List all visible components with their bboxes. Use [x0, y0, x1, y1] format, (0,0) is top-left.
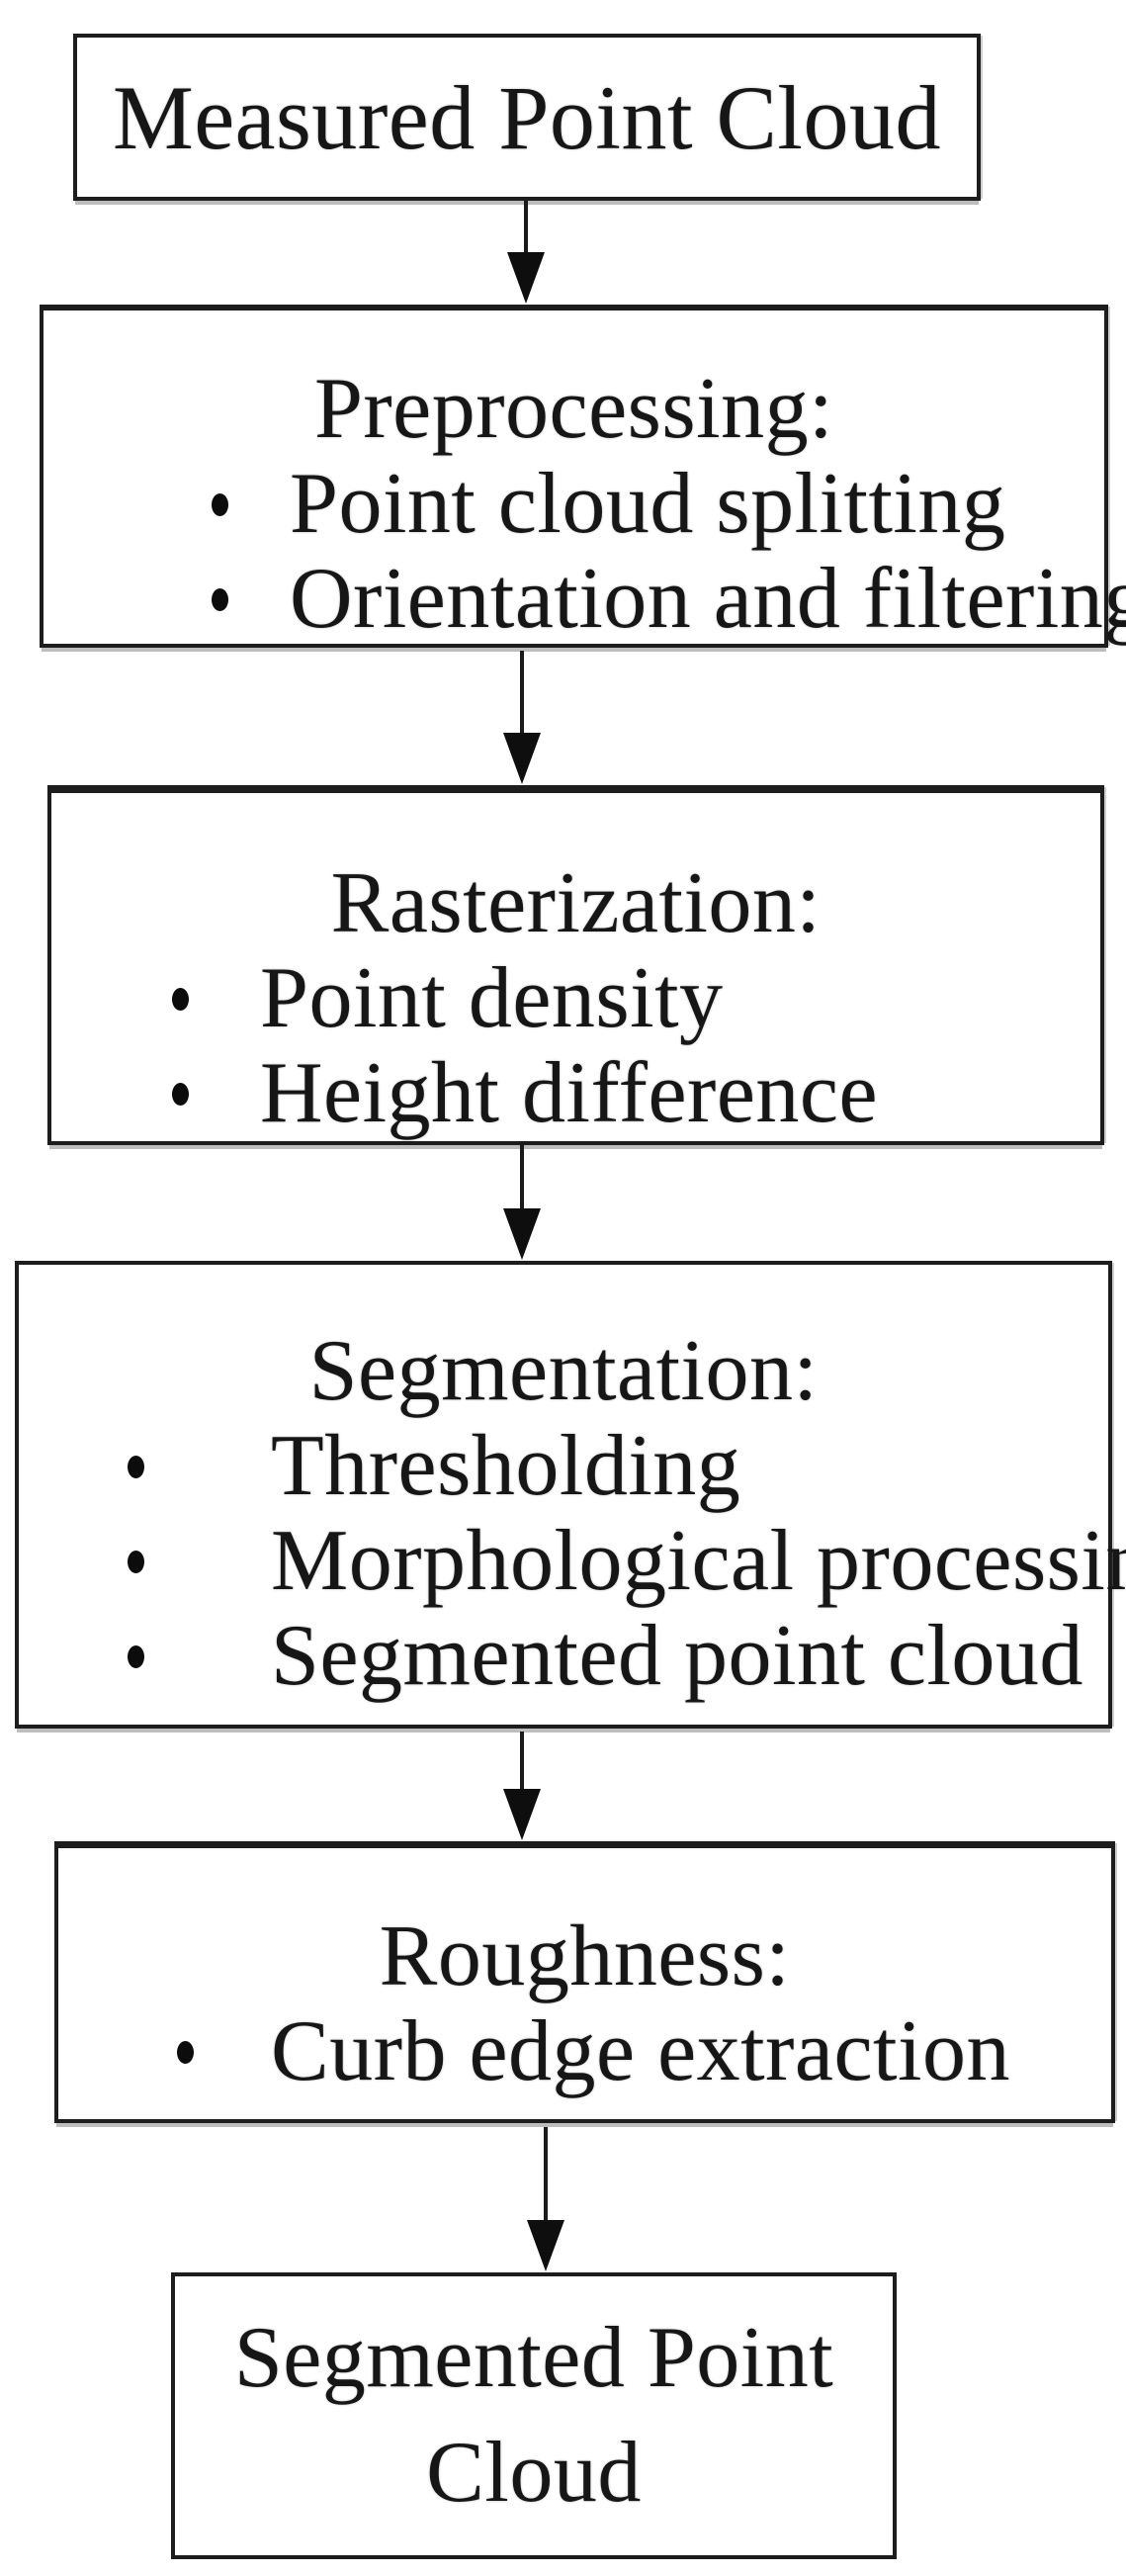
node-preprocessing: Preprocessing: Point cloud splitting Ori… — [40, 305, 1126, 648]
bullet-text: Point cloud splitting — [290, 456, 1006, 552]
bullet-dot-icon — [128, 1644, 144, 1668]
bullet-item: Point density — [172, 951, 1100, 1046]
bullet-dot-icon — [212, 492, 228, 516]
node-rasterization: Rasterization: Point density Height diff… — [47, 785, 1104, 1145]
bullet-text: Curb edge extraction — [271, 2003, 1010, 2099]
bullet-item: Thresholding — [128, 1419, 1108, 1514]
bullet-dot-icon — [212, 587, 228, 611]
bullet-list: Curb edge extraction — [177, 2004, 1111, 2099]
bullet-list: Point density Height difference — [172, 951, 1100, 1141]
bullet-text: Segmented point cloud — [271, 1608, 1083, 1704]
bullet-item: Morphological processing — [128, 1514, 1126, 1609]
node-roughness: Roughness: Curb edge extraction — [54, 1841, 1115, 2123]
flow-arrow-down — [526, 2127, 565, 2271]
bullet-item: Point cloud splitting — [212, 457, 1104, 552]
bullet-text: Morphological processing — [271, 1513, 1126, 1609]
bullet-dot-icon — [172, 987, 189, 1011]
bullet-dot-icon — [128, 1550, 144, 1573]
bullet-dot-icon — [172, 1082, 189, 1106]
bullet-dot-icon — [177, 2040, 194, 2064]
bullet-dot-icon — [128, 1455, 144, 1478]
bullet-list: Point cloud splitting Orientation and fi… — [212, 457, 1126, 647]
flow-arrow-down — [502, 1145, 542, 1260]
flow-arrow-down — [506, 201, 546, 304]
node-title: Rasterization: — [330, 855, 822, 951]
bullet-item: Segmented point cloud — [128, 1609, 1108, 1704]
bullet-text: Orientation and filtering — [290, 551, 1126, 647]
node-title: Segmentation: — [308, 1323, 819, 1419]
node-title: Preprocessing: — [313, 361, 834, 457]
bullet-item: Orientation and filtering — [212, 552, 1126, 647]
bullet-list: Thresholding Morphological processing Se… — [128, 1419, 1126, 1704]
node-measured-point-cloud: Measured Point Cloud — [73, 34, 981, 201]
flow-arrow-down — [502, 1732, 542, 1840]
node-title: Segmented Point Cloud — [233, 2310, 834, 2521]
bullet-item: Height difference — [172, 1046, 1100, 1141]
node-segmentation: Segmentation: Thresholding Morphological… — [15, 1261, 1126, 1729]
flow-arrow-down — [502, 651, 542, 784]
bullet-text: Thresholding — [271, 1418, 741, 1514]
node-title: Roughness: — [379, 1909, 791, 2004]
bullet-item: Curb edge extraction — [177, 2004, 1111, 2099]
bullet-text: Height difference — [260, 1045, 879, 1141]
node-title: Measured Point Cloud — [113, 66, 941, 168]
bullet-text: Point density — [260, 950, 724, 1046]
node-segmented-point-cloud: Segmented Point Cloud — [171, 2272, 897, 2559]
